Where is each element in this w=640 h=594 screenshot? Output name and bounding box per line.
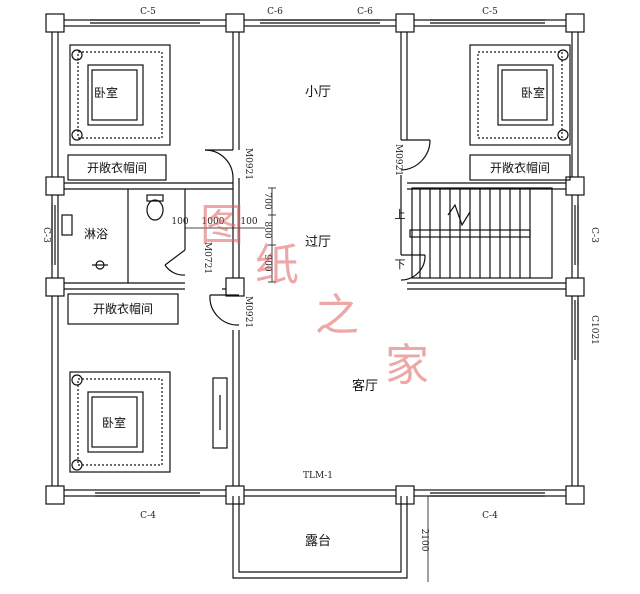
room-bedroom-bl: 卧室 [102,415,126,430]
dim-100-b: 100 [240,217,257,227]
dim-2100: 2100 [419,529,429,552]
room-labels: 小厅 卧室 卧室 卧室 开敞衣帽间 开敞衣帽间 开敞衣帽间 淋浴 过厅 客厅 露… [84,85,550,549]
dim-100-a: 100 [171,217,188,227]
interior-walls [58,26,572,490]
window-code-top-2: C-6 [267,7,283,17]
dim-800: 800 [262,221,272,238]
windows [51,19,579,497]
window-code-right: C-3 [589,227,599,243]
window-codes: C-5 C-6 C-6 C-5 C-4 C-4 C-3 C-3 C1021 [41,7,599,521]
window-code-living-side: C1021 [589,315,599,345]
window-code-top-3: C-6 [357,7,373,17]
door-code-sliding: TLM-1 [303,471,333,481]
room-closet-bl: 开敞衣帽间 [93,301,153,316]
room-terrace: 露台 [305,534,331,549]
room-bedroom-tr: 卧室 [521,85,545,100]
stairs [409,187,553,279]
window-code-left: C-3 [41,227,51,243]
window-code-top-4: C-5 [482,7,498,17]
room-small-hall: 小厅 [305,85,331,100]
watermark-char-1: 图 [200,200,244,251]
doors [164,139,431,449]
dim-700: 700 [262,192,272,209]
room-closet-tr: 开敞衣帽间 [490,160,550,175]
door-code-1: M0921 [243,148,253,180]
closets [67,154,571,325]
watermark-char-4: 家 [385,340,429,391]
room-living: 客厅 [352,378,378,394]
columns [45,13,585,505]
room-corridor: 过厅 [305,235,331,250]
dimension-lines [185,187,429,582]
bedroom-furniture-tr [469,44,571,146]
terrace-outline [232,496,408,579]
door-codes: M0921 M0921 M0921 M0721 TLM-1 [202,144,403,481]
dim-900: 900 [262,254,272,271]
stair-up-label: 上 [395,208,406,221]
door-code-4: M0721 [202,242,212,274]
stair-down-label: 下 [395,258,406,271]
room-bedroom-tl: 卧室 [94,85,118,100]
watermark: 图 纸 之 家 [200,200,429,391]
door-code-2: M0921 [393,144,403,176]
bedroom-furniture-tl [69,44,171,146]
dimension-texts: 700 800 900 100 1000 100 2100 [171,192,429,551]
room-closet-tl: 开敞衣帽间 [87,160,147,175]
window-code-bottom-2: C-4 [482,511,498,521]
window-code-bottom-1: C-4 [140,511,156,521]
watermark-char-2: 纸 [255,240,299,291]
dim-1000: 1000 [202,217,225,227]
room-shower: 淋浴 [84,227,108,241]
bedroom-furniture-bl [69,371,171,473]
bathroom-fixtures [61,194,164,270]
watermark-char-3: 之 [315,290,359,341]
window-code-top-1: C-5 [140,7,156,17]
door-code-3: M0921 [243,296,253,328]
